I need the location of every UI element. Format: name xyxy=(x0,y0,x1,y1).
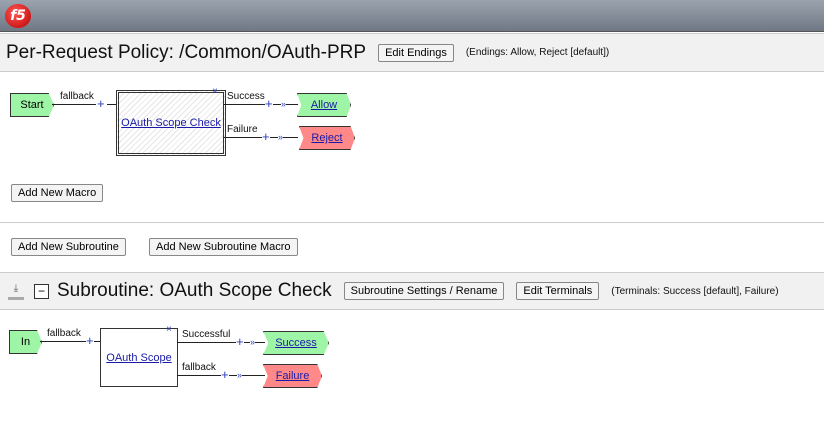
subroutine-settings-button[interactable]: Subroutine Settings / Rename xyxy=(343,282,505,300)
add-item-icon[interactable]: + xyxy=(236,334,244,349)
move-icon[interactable]: ⤓ xyxy=(8,283,24,300)
failure-branch-label: Failure xyxy=(227,124,258,135)
policy-header: Per-Request Policy: /Common/OAuth-PRP Ed… xyxy=(0,33,824,72)
reject-ending[interactable]: Reject xyxy=(299,126,355,150)
success-branch-label: Success xyxy=(227,91,265,102)
oauth-scope-link[interactable]: OAuth Scope xyxy=(106,351,172,364)
allow-ending[interactable]: Allow xyxy=(297,93,351,117)
f5-logo: f5 xyxy=(5,4,31,28)
edit-terminals-button[interactable]: Edit Terminals xyxy=(516,282,600,300)
add-new-macro-button[interactable]: Add New Macro xyxy=(11,184,104,202)
in-node: In xyxy=(9,330,42,354)
reject-link[interactable]: Reject xyxy=(311,132,343,144)
add-new-subroutine-button[interactable]: Add New Subroutine xyxy=(11,238,126,256)
failure-link[interactable]: Failure xyxy=(275,370,310,382)
add-item-icon[interactable]: + xyxy=(262,129,270,144)
start-node: Start xyxy=(10,93,54,117)
terminals-note: (Terminals: Success [default], Failure) xyxy=(611,285,779,297)
allow-link[interactable]: Allow xyxy=(310,99,338,111)
macro-link[interactable]: OAuth Scope Check xyxy=(121,117,221,129)
arrow-icon: » xyxy=(278,132,284,142)
edit-endings-button[interactable]: Edit Endings xyxy=(378,43,454,62)
top-bar xyxy=(0,0,824,32)
collapse-icon[interactable]: − xyxy=(34,283,49,299)
arrow-icon: » xyxy=(237,370,243,380)
oauth-scope-node[interactable]: OAuth Scope xyxy=(100,328,178,387)
failure-terminal[interactable]: Failure xyxy=(263,364,322,388)
add-new-subroutine-macro-button[interactable]: Add New Subroutine Macro xyxy=(149,238,298,256)
fallback-label: fallback xyxy=(60,91,94,102)
fallback-label: fallback xyxy=(47,328,81,339)
arrow-icon: » xyxy=(281,99,287,109)
fallback-branch-label: fallback xyxy=(182,362,216,373)
delete-icon[interactable]: × xyxy=(166,324,172,335)
delete-icon[interactable]: × xyxy=(212,86,218,97)
success-terminal[interactable]: Success xyxy=(263,331,329,355)
arrow-icon: » xyxy=(250,337,256,347)
add-item-icon[interactable]: + xyxy=(221,367,229,382)
add-item-icon[interactable]: + xyxy=(97,96,105,111)
subroutine-title: Subroutine: OAuth Scope Check xyxy=(57,280,332,301)
add-item-icon[interactable]: + xyxy=(86,333,94,348)
successful-branch-label: Successful xyxy=(182,329,231,340)
subroutine-header: ⤓ − Subroutine: OAuth Scope Check Subrou… xyxy=(0,272,824,310)
endings-note: (Endings: Allow, Reject [default]) xyxy=(465,47,610,58)
add-item-icon[interactable]: + xyxy=(265,96,273,111)
page-title: Per-Request Policy: /Common/OAuth-PRP xyxy=(6,41,367,63)
macro-node[interactable]: OAuth Scope Check xyxy=(116,90,226,156)
success-link[interactable]: Success xyxy=(275,337,317,349)
